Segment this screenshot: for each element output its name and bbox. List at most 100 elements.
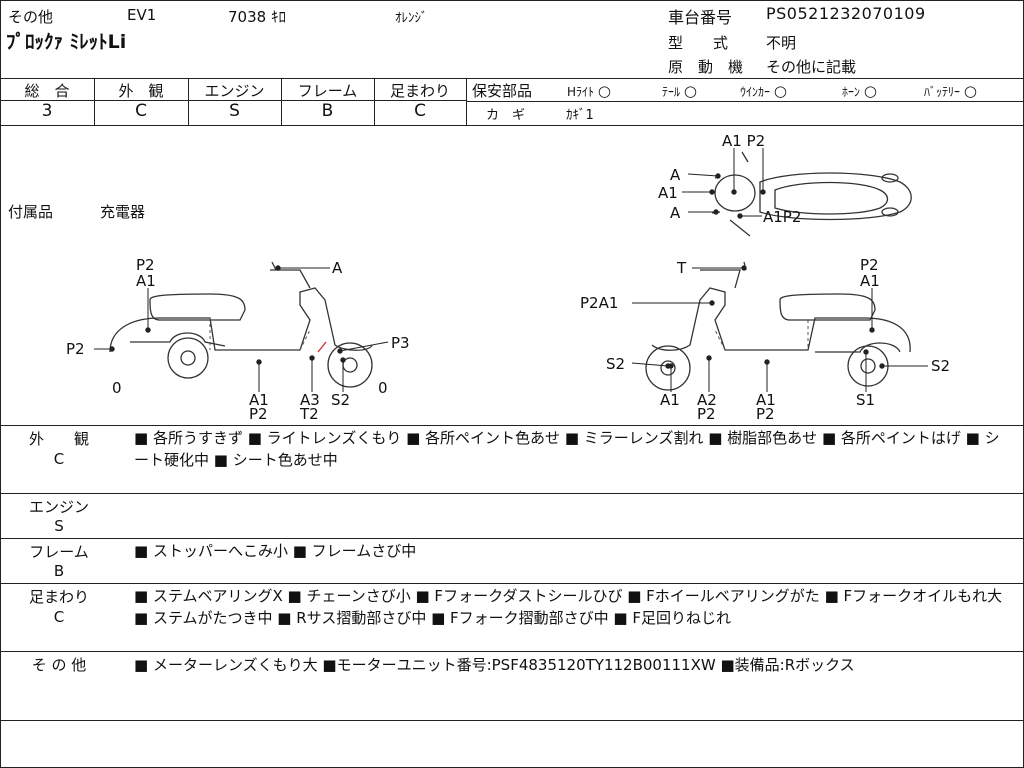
right-body [651, 287, 911, 353]
label-right-s1: S1 [856, 391, 875, 409]
rating-suspension: C [414, 101, 426, 121]
rating-header-overall: 総 合 [24, 82, 70, 100]
left-body [109, 287, 373, 353]
safety-item-headlight: Hﾗｲﾄ ○ [567, 82, 611, 100]
section-text: ■ メーターレンズくもり大 ■モーターユニット番号:PSF4835120TY11… [134, 656, 855, 674]
rating-engine: S [229, 101, 240, 121]
divider [0, 78, 1024, 79]
section-label: エンジン [28, 498, 89, 516]
section-label: フレーム [29, 543, 89, 561]
top-view-seat [774, 181, 889, 215]
headlight-ok-mark: ○ [597, 82, 611, 100]
divider [466, 78, 467, 125]
key-label: カ ギ [486, 108, 526, 123]
label-left-a1: A1 [249, 391, 269, 409]
top-view-rear-light [881, 207, 899, 217]
divider [466, 101, 1024, 102]
model-code: EV1 [127, 6, 157, 24]
frame-no-label: 車台番号 [668, 8, 733, 27]
accessories-value: 充電器 [100, 203, 146, 221]
label-right-p2: P2 [697, 405, 716, 423]
rating-header-suspension: 足まわり [389, 82, 450, 100]
section-label: そ の 他 [31, 656, 87, 674]
right-handlebar [700, 261, 747, 289]
divider [0, 651, 1024, 652]
section-grade: C [53, 608, 65, 626]
label-top-a: A [670, 166, 681, 184]
top-view-handlebar [729, 151, 751, 237]
divider [0, 493, 1024, 494]
section-label: 外 観 [28, 430, 89, 448]
label-right-p2a1: P2A1 [580, 294, 618, 312]
label-top-a1p2: A1 P2 [722, 132, 765, 150]
left-seat [149, 293, 246, 321]
frame-no: PS0521232070109 [766, 4, 926, 23]
engine-value: その他に記載 [766, 58, 857, 76]
winker-ok-mark: ○ [773, 82, 787, 100]
type-label: 型 式 [668, 34, 729, 52]
tail-ok-mark: ○ [683, 82, 697, 100]
color: ｵﾚﾝｼﾞ [395, 11, 428, 26]
divider [0, 425, 1024, 426]
label-left-p2-side: P2 [66, 340, 85, 358]
divider [0, 100, 466, 101]
engine-label: 原 動 機 [668, 58, 744, 76]
model-name: ﾌﾟﾛｯｸｧ ﾐﾚｯﾄLi [6, 31, 127, 53]
label-top-a: A [670, 204, 681, 222]
left-rear-wheel [167, 337, 209, 379]
label-top-a1: A1 [658, 184, 678, 202]
label-left-a3: A3 [300, 391, 320, 409]
rating-frame: B [321, 101, 334, 121]
label-left-a: A [332, 259, 343, 277]
label-left-p3: P3 [391, 334, 410, 352]
divider [0, 583, 1024, 584]
divider [94, 78, 95, 125]
top-view-body [759, 172, 912, 221]
top-view-front [714, 174, 756, 212]
battery-ok-mark: ○ [963, 82, 977, 100]
safety-item-tail: ﾃｰﾙ ○ [662, 82, 697, 100]
label-left-p2: P2 [249, 405, 268, 423]
rating-header-engine: エンジン [204, 82, 265, 100]
divider [374, 78, 375, 125]
section-text: ■ ステムベアリングX ■ チェーンさび小 ■ Fフォークダストシールひび ■ … [134, 587, 1003, 627]
section-grade: C [53, 450, 65, 468]
category: その他 [8, 8, 54, 26]
label-left-0: 0 [112, 379, 122, 397]
type-value: 不明 [766, 34, 797, 52]
divider [0, 538, 1024, 539]
label-right-s2: S2 [931, 357, 950, 375]
label-top-a1p2-right: A1P2 [763, 208, 801, 226]
top-view-rear-light [881, 173, 899, 183]
label-right-p2: P2 [756, 405, 775, 423]
left-rear-fender [130, 332, 226, 347]
safety-item-horn: ﾎｰﾝ ○ [842, 82, 877, 100]
horn-ok-mark: ○ [863, 82, 877, 100]
left-rear-hub [180, 350, 196, 366]
label-right-t: T [676, 259, 687, 277]
label-left-0: 0 [378, 379, 388, 397]
rating-header-exterior: 外 観 [118, 82, 164, 100]
safety-item-battery: ﾊﾞｯﾃﾘｰ ○ [924, 82, 977, 100]
rating-exterior: C [135, 101, 147, 121]
label-right-a1: A1 [756, 391, 776, 409]
right-rear-fender [815, 342, 901, 353]
section-label: 足まわり [28, 588, 89, 606]
right-seat [779, 293, 876, 321]
label-right-p2: P2 [860, 256, 879, 274]
label-left-t2: T2 [299, 405, 319, 423]
damage-mark [317, 341, 327, 353]
right-rear-hub [860, 358, 876, 374]
right-front-hub [660, 360, 676, 376]
label-right-a1: A1 [660, 391, 680, 409]
rating-header-frame: フレーム [297, 82, 358, 100]
section-text: ■ 各所うすきず ■ ライトレンズくもり ■ 各所ペイント色あせ ■ ミラーレン… [134, 429, 1000, 469]
safety-item-winker: ｳｲﾝｶｰ ○ [740, 82, 787, 100]
damage-diagram: A1 P2 A A1 A A1P2 P2 A1 A P2 P3 0 0 A1 P… [66, 132, 950, 423]
left-handlebar [270, 261, 311, 289]
key-value: ｶｷﾞ1 [566, 108, 594, 123]
label-left-p2: P2 [136, 256, 155, 274]
divider [0, 720, 1024, 721]
mileage: 7038 ｷﾛ [228, 8, 286, 26]
label-left-s2: S2 [331, 391, 350, 409]
